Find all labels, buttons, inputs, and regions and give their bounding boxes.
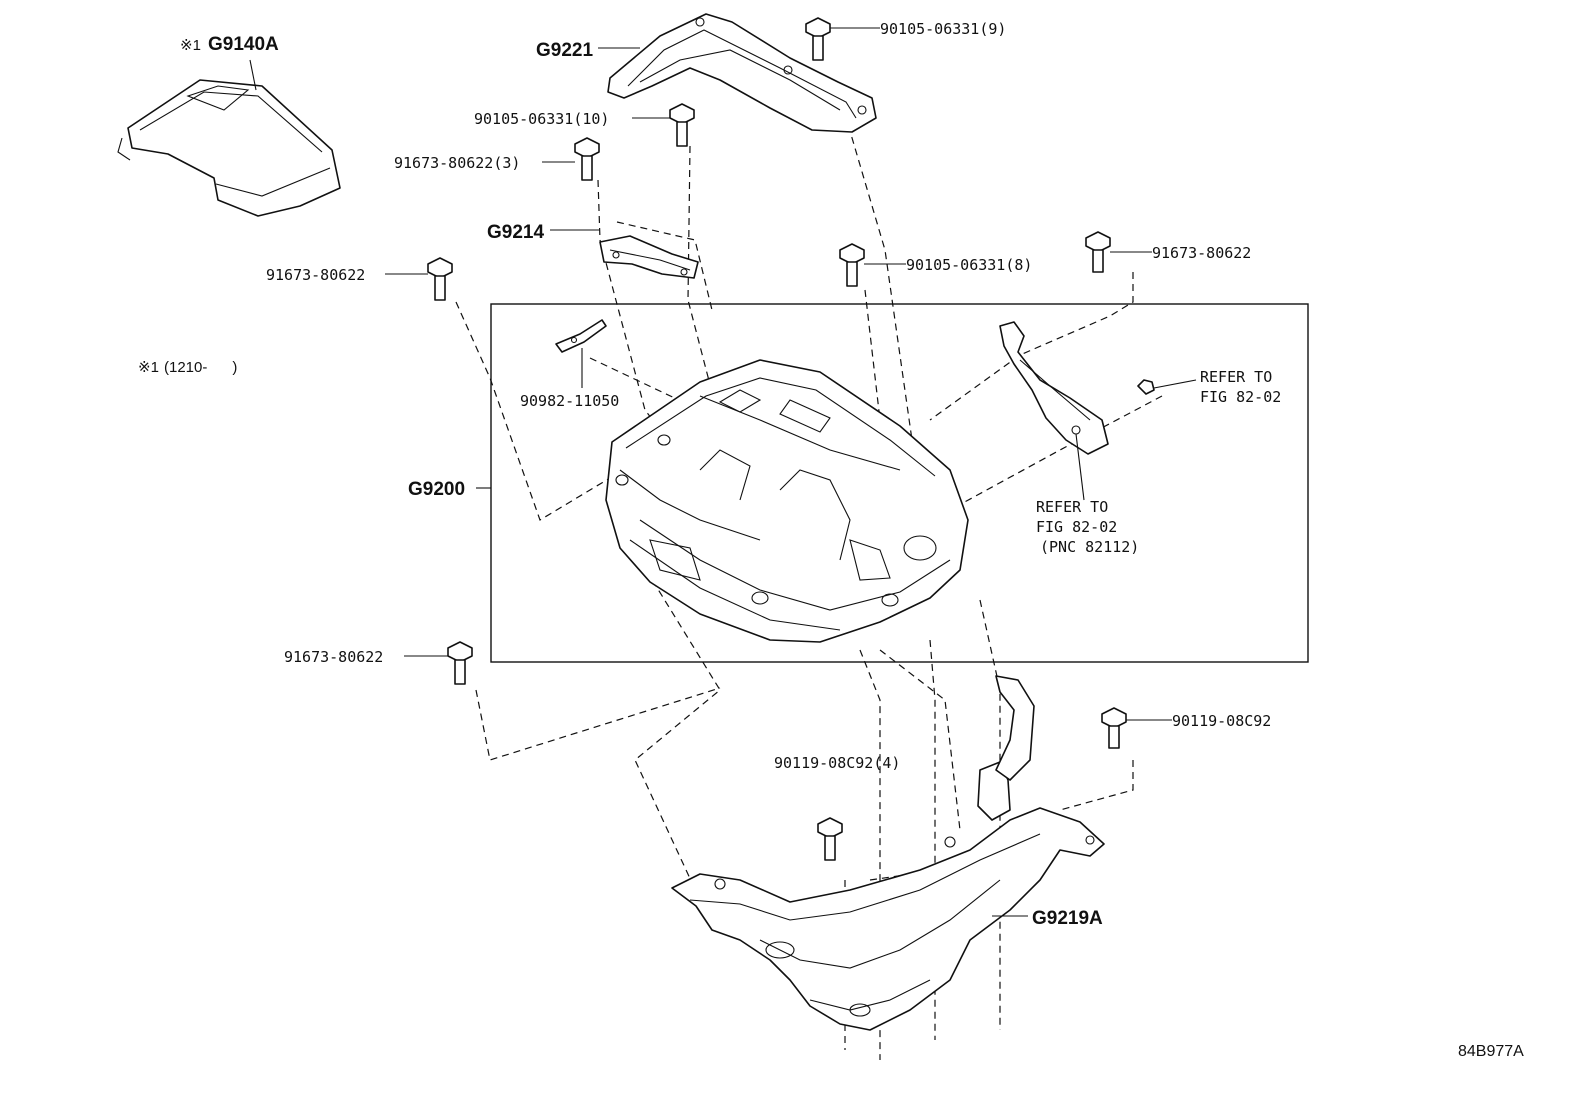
footnote-mark: ※1 — [138, 359, 159, 376]
label-g9140a: G9140A — [208, 34, 279, 55]
g9140a-note-mark: ※1 — [180, 37, 201, 54]
clip-part — [555, 319, 607, 353]
callout-bolt-10: 90105-06331(10) — [474, 110, 609, 128]
cover-g9140a — [117, 79, 341, 217]
label-g9221: G9221 — [536, 40, 593, 61]
callout-screw-3: 91673-80622(3) — [394, 154, 520, 172]
label-g9200: G9200 — [408, 479, 465, 500]
bolt-icon — [574, 137, 600, 181]
bolt-icon — [817, 817, 843, 861]
leader-lines — [249, 27, 1197, 917]
callout-screw-left: 91673-80622 — [266, 266, 365, 284]
callout-screw-lower: 91673-80622 — [284, 648, 383, 666]
bracket-g9214 — [599, 235, 699, 279]
small-nut — [1137, 379, 1155, 395]
callout-screw-right: 91673-80622 — [1152, 244, 1251, 262]
label-g9214: G9214 — [487, 222, 544, 243]
label-g9219a: G9219A — [1032, 908, 1103, 929]
rear-bracket — [999, 321, 1109, 455]
reference-1-line-2: FIG 82-02 — [1200, 388, 1281, 406]
bolt-icon — [1101, 707, 1127, 749]
footnote-text: (1210- ) — [164, 359, 237, 376]
callout-bolt-9: 90105-06331(9) — [880, 20, 1006, 38]
inverter-assembly-box — [490, 303, 1309, 663]
callout-bolt-lower-4: 90119-08C92(4) — [774, 754, 900, 772]
callout-clip: 90982-11050 — [520, 392, 619, 410]
bolt-icon — [839, 243, 865, 287]
inverter-assembly-g9200 — [605, 359, 969, 643]
bolt-icon — [1085, 231, 1111, 273]
reference-1-line-1: REFER TO — [1200, 368, 1272, 386]
figure-id: 84B977A — [1458, 1043, 1524, 1060]
lower-bracket-g9219a — [671, 675, 1105, 1031]
callout-bolt-8: 90105-06331(8) — [906, 256, 1032, 274]
frame-g9221 — [607, 13, 877, 133]
reference-2-line-1: REFER TO — [1036, 498, 1108, 516]
bolt-icon — [669, 103, 695, 147]
bolt-icon — [447, 641, 473, 685]
bolt-icon — [427, 257, 453, 301]
reference-2-line-2: FIG 82-02 — [1036, 518, 1117, 536]
reference-2-line-3: (PNC 82112) — [1040, 538, 1139, 556]
callout-bolt-lower-right: 90119-08C92 — [1172, 712, 1271, 730]
bolt-icon — [805, 17, 831, 61]
